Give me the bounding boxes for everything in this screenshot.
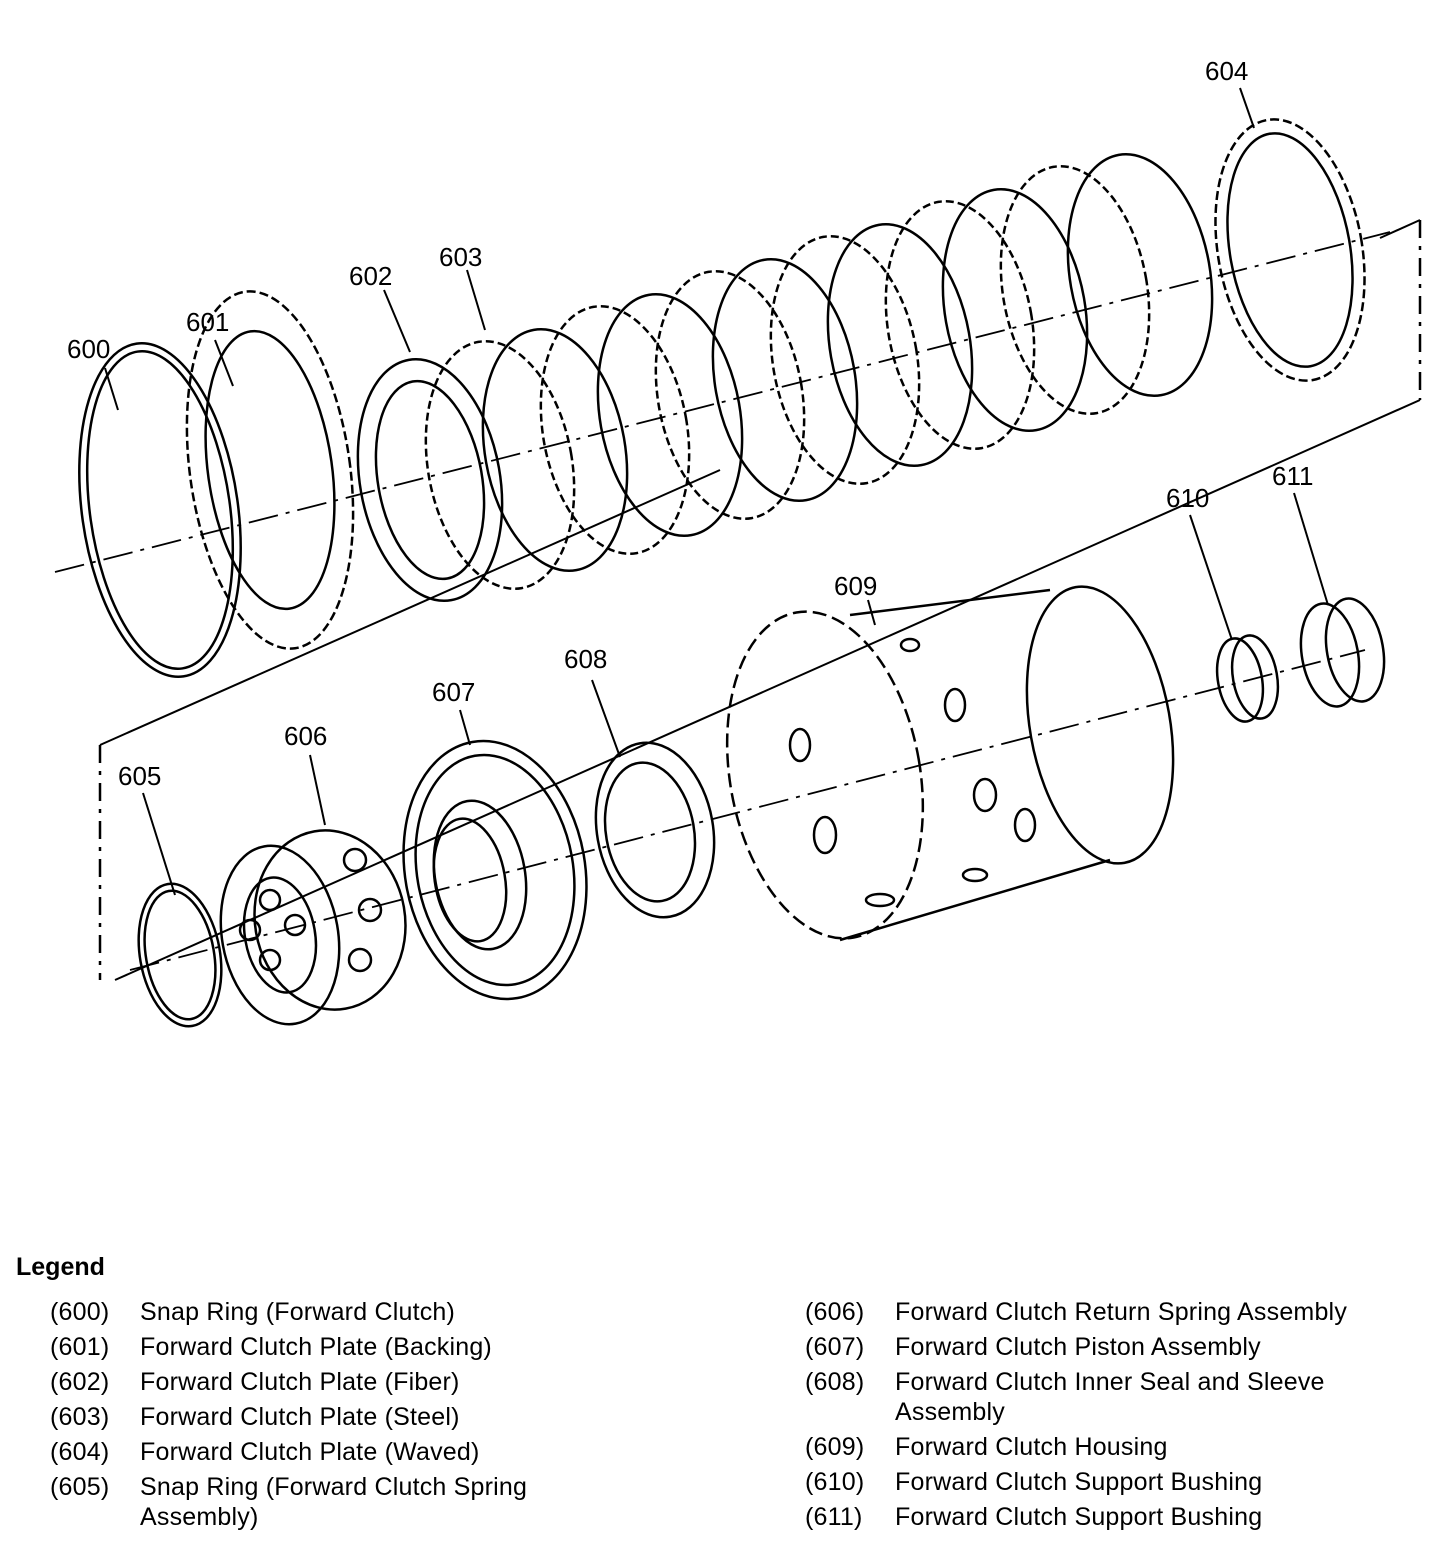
- legend-number: (604): [50, 1438, 110, 1466]
- legend-entry: (602) Forward Clutch Plate (Fiber): [50, 1367, 750, 1397]
- piston-assembly-607: [402, 739, 588, 1001]
- leader-lines: [104, 87, 1329, 896]
- legend-text: Forward Clutch Piston Assembly: [895, 1333, 1261, 1361]
- legend-number: (602): [50, 1368, 110, 1396]
- callout-606: 606: [284, 721, 327, 751]
- callout-605: 605: [118, 761, 161, 791]
- legend-left-column: (600) Snap Ring (Forward Clutch) (601) For…: [50, 1297, 750, 1537]
- legend-entry: (611) Forward Clutch Support Bushing: [805, 1502, 1445, 1532]
- legend-text: Forward Clutch Support Bushing: [895, 1503, 1263, 1531]
- legend-number: (611): [805, 1503, 863, 1531]
- clutch-plate-stack: [356, 152, 1214, 603]
- support-bushing-610: [1215, 634, 1280, 723]
- callout-604: 604: [1205, 56, 1248, 86]
- legend-text: Forward Clutch Housing: [895, 1433, 1168, 1461]
- legend-number: (609): [805, 1433, 865, 1461]
- callout-601: 601: [186, 307, 229, 337]
- legend-entry: (607) Forward Clutch Piston Assembly: [805, 1332, 1445, 1362]
- snap-ring-605: [137, 882, 223, 1028]
- seal-sleeve-608: [594, 741, 716, 919]
- legend: Legend (600) Snap Ring (Forward Clutch) (…: [0, 1245, 1456, 1545]
- legend-number: (600): [50, 1298, 110, 1326]
- snap-ring-600: [78, 342, 242, 678]
- legend-entry: (606) Forward Clutch Return Spring Assemb…: [805, 1297, 1445, 1327]
- upper-axis: [54, 231, 1391, 573]
- legend-number: (601): [50, 1333, 110, 1361]
- callout-610: 610: [1166, 483, 1209, 513]
- callout-602: 602: [349, 261, 392, 291]
- legend-text: Forward Clutch Support Bushing: [895, 1468, 1263, 1496]
- support-bushing-611: [1299, 597, 1386, 708]
- backing-plate-601: [185, 290, 355, 650]
- legend-number: (606): [805, 1298, 865, 1326]
- legend-text: Snap Ring (Forward Clutch Spring Assembl…: [140, 1473, 528, 1531]
- callout-600: 600: [67, 334, 110, 364]
- callout-603: 603: [439, 242, 482, 272]
- legend-text: Forward Clutch Plate (Waved): [140, 1438, 480, 1466]
- waved-plate-604: [1214, 118, 1366, 382]
- legend-text: Forward Clutch Plate (Fiber): [140, 1368, 460, 1396]
- legend-entry: (605) Snap Ring (Forward Clutch Spring As…: [50, 1472, 750, 1532]
- legend-entry: (601) Forward Clutch Plate (Backing): [50, 1332, 750, 1362]
- legend-number: (610): [805, 1468, 865, 1496]
- legend-text: Forward Clutch Return Spring Assembly: [895, 1298, 1348, 1326]
- frame-corner: [1379, 219, 1421, 239]
- legend-entry: (604) Forward Clutch Plate (Waved): [50, 1437, 750, 1467]
- legend-number: (608): [805, 1368, 865, 1396]
- legend-text: Snap Ring (Forward Clutch): [140, 1298, 456, 1326]
- legend-text: Forward Clutch Plate (Steel): [140, 1403, 460, 1431]
- legend-number: (605): [50, 1473, 110, 1501]
- legend-entry: (603) Forward Clutch Plate (Steel): [50, 1402, 750, 1432]
- legend-entry: (610) Forward Clutch Support Bushing: [805, 1467, 1445, 1497]
- legend-entry: (600) Snap Ring (Forward Clutch): [50, 1297, 750, 1327]
- legend-title: Legend: [16, 1253, 105, 1281]
- legend-number: (607): [805, 1333, 865, 1361]
- callout-608: 608: [564, 644, 607, 674]
- legend-entry: (608) Forward Clutch Inner Seal and Sleev…: [805, 1367, 1445, 1427]
- legend-right-column: (606) Forward Clutch Return Spring Assemb…: [805, 1297, 1445, 1537]
- return-spring-assembly-606: [219, 829, 407, 1026]
- frame-top-left: [99, 469, 721, 746]
- legend-text: Forward Clutch Plate (Backing): [140, 1333, 492, 1361]
- clutch-housing-609: [725, 585, 1175, 942]
- legend-text: Forward Clutch Inner Seal and Sleeve Ass…: [895, 1368, 1325, 1426]
- frame-line-middle: [114, 399, 1421, 981]
- legend-entry: (609) Forward Clutch Housing: [805, 1432, 1445, 1462]
- legend-number: (603): [50, 1403, 110, 1431]
- callout-609: 609: [834, 571, 877, 601]
- exploded-diagram: 600 601 602 603 604 605 606 607 608 609 …: [54, 56, 1422, 1028]
- callout-607: 607: [432, 677, 475, 707]
- callout-611: 611: [1272, 461, 1313, 491]
